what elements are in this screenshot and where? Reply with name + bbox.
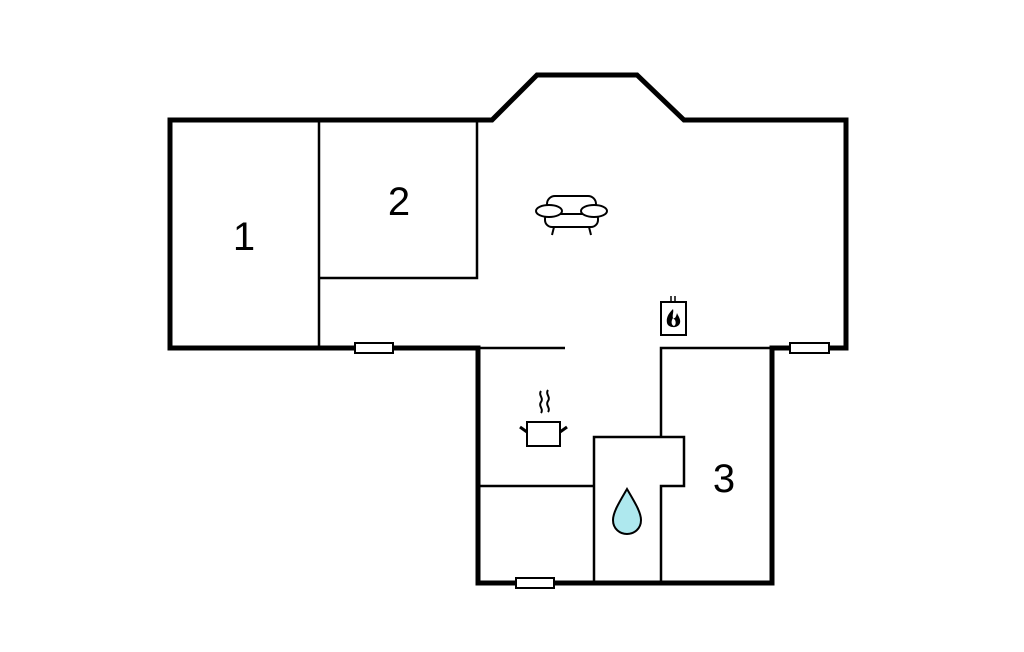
room-label-1: 1 bbox=[233, 215, 255, 259]
interior-walls bbox=[317, 120, 772, 583]
window bbox=[789, 342, 830, 354]
outer-wall bbox=[167, 72, 849, 586]
room-label-3: 3 bbox=[713, 457, 735, 501]
cooking-pot-icon bbox=[519, 389, 568, 447]
sofa-icon bbox=[535, 195, 608, 236]
room-label-2: 2 bbox=[388, 180, 410, 224]
window bbox=[354, 342, 394, 354]
windows bbox=[354, 342, 830, 589]
window bbox=[515, 577, 555, 589]
water-drop-icon bbox=[611, 487, 643, 536]
fireplace-icon bbox=[660, 296, 687, 336]
